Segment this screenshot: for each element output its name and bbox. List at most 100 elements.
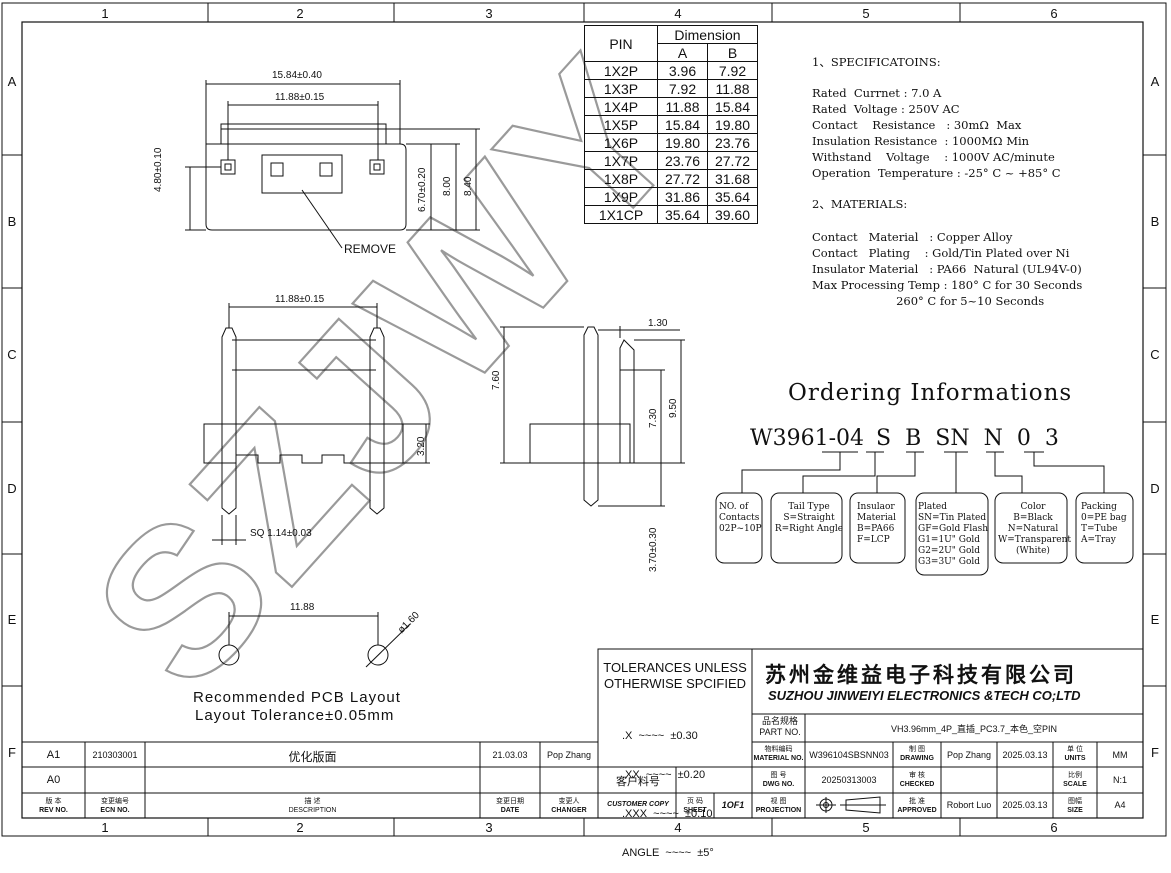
grid-col-3-bottom: 3	[485, 820, 493, 835]
pin-cell: 1X9P	[584, 187, 658, 206]
dim-a-cell: 35.64	[657, 205, 708, 224]
approved-by: Robort Luo	[946, 800, 992, 810]
customer-copy: CUSTOMER COPY	[607, 801, 669, 808]
part-no-value: VH3.96mm_4P_直插_PC3.7_本色_空PIN	[890, 724, 1058, 734]
title-block-grid	[21, 648, 1144, 819]
material-line: Contact Plating : Gold/Tin Plated over N…	[812, 246, 1070, 260]
pin-cell: 1X2P	[584, 61, 658, 80]
dim-a-cell: 7.92	[657, 79, 708, 98]
grid-row-f-right: F	[1151, 745, 1159, 760]
spec-line: Rated Currnet : 7.0 A	[812, 86, 942, 100]
materials-title: 2、MATERIALS:	[812, 197, 908, 211]
pin-cell: 1X1CP	[584, 205, 658, 224]
dim-b-cell: 35.64	[707, 187, 758, 206]
spec-line: Contact Resistance : 30mΩ Max	[812, 118, 1022, 132]
grid-col-4-bottom: 4	[674, 820, 682, 835]
changer-a1: Pop Zhang	[546, 750, 592, 760]
dim-800: 8.00	[442, 176, 453, 196]
pin-header: PIN	[584, 25, 658, 62]
spec-list: Rated Currnet : 7.0 A Rated Voltage : 250…	[812, 85, 1061, 181]
pcb-tolerance: Layout Tolerance±0.05mm	[195, 707, 395, 724]
dim-b-cell: 27.72	[707, 151, 758, 170]
spec-line: Operation Temperature : -25° C ~ +85° C	[812, 166, 1061, 180]
grid-col-2: 2	[296, 6, 304, 21]
dim-side-130: 1.30	[648, 318, 668, 329]
part-code-segment: 04	[836, 426, 865, 451]
ordering-box-plated: Plated SN=Tin Plated GF=Gold Flash G1=1U…	[918, 502, 988, 567]
part-code-segment: 0	[1016, 426, 1031, 451]
pin-cell: 1X5P	[584, 115, 658, 134]
rev-a1: A1	[46, 749, 61, 761]
spec-title: 1、SPECIFICATOINS:	[812, 55, 941, 69]
rev-a0: A0	[46, 774, 61, 786]
dim-side-370: 3.70±0.30	[648, 527, 659, 572]
company-name-cn: 苏州金维益电子科技有限公司	[765, 662, 1077, 687]
grid-col-6: 6	[1050, 6, 1058, 21]
grid-row-d: D	[7, 481, 17, 496]
material-line: 260° C for 5~10 Seconds	[812, 294, 1045, 308]
grid-row-b: B	[7, 214, 17, 229]
pin-cell: 1X6P	[584, 133, 658, 152]
dim-pcb-pitch: 11.88	[290, 602, 315, 613]
date-a1: 21.03.03	[492, 750, 528, 760]
size-value: A4	[1114, 800, 1126, 810]
dim-a-cell: 15.84	[657, 115, 708, 134]
spec-line: Insulation Resistance : 1000MΩ Min	[812, 134, 1030, 148]
part-code-segment: W3961-	[750, 426, 837, 451]
material-line: Max Processing Temp : 180° C for 30 Seco…	[812, 278, 1083, 292]
spec-line: Rated Voltage : 250V AC	[812, 102, 960, 116]
grid-row-e-right: E	[1150, 612, 1160, 627]
material-line: Contact Material : Copper Alloy	[812, 230, 1013, 244]
grid-col-4: 4	[674, 6, 682, 21]
scale-value: N:1	[1112, 775, 1127, 785]
dim-top-width: 15.84±0.40	[272, 70, 322, 81]
grid-col-5: 5	[862, 6, 870, 21]
desc-a1: 优化版面	[288, 750, 337, 764]
tolerance-xxx: .XXX ~~~~ ±0.10	[622, 808, 713, 820]
ordering-box-insulator: Insulaor Material B=PA66 F=LCP	[857, 502, 896, 545]
material-no-value: W396104SBSNN03	[809, 750, 889, 760]
dim-480: 4.80±0.10	[153, 147, 164, 192]
grid-col-6-bottom: 6	[1050, 820, 1058, 835]
tolerance-heading-1: TOLERANCES UNLESS	[603, 660, 747, 675]
dim-b-cell: 11.88	[707, 79, 758, 98]
dim-b-cell: 31.68	[707, 169, 758, 188]
dim-a-cell: 11.88	[657, 97, 708, 116]
tolerance-angle: ANGLE ~~~~ ±5°	[622, 847, 714, 859]
grid-row-c: C	[7, 347, 17, 362]
dim-side-950: 9.50	[668, 398, 679, 418]
tolerance-xx: .XX ~~~~ ±0.20	[622, 769, 706, 781]
pcb-layout	[218, 612, 411, 668]
pin-cell: 1X4P	[584, 97, 658, 116]
dim-670: 6.70±0.20	[417, 167, 428, 212]
col-b-header: B	[707, 43, 758, 62]
dim-b-cell: 7.92	[707, 61, 758, 80]
sheet-value: 1OF1	[721, 800, 745, 810]
grid-col-5-bottom: 5	[862, 820, 870, 835]
pin-cell: 1X8P	[584, 169, 658, 188]
part-code-segment: 3	[1044, 426, 1059, 451]
grid-col-1-bottom: 1	[101, 820, 109, 835]
grid-row-b-right: B	[1150, 214, 1160, 229]
dim-side-760: 7.60	[491, 370, 502, 390]
part-code-segment: N	[983, 426, 1003, 451]
grid-row-a-right: A	[1150, 74, 1160, 89]
drawing-by: Pop Zhang	[946, 750, 992, 760]
grid-col-1: 1	[101, 6, 109, 21]
ordering-box-color: Color B=Black N=Natural W=Transparent (W…	[998, 502, 1072, 556]
ordering-box-tail: Tail Type S=Straight R=Right Angle	[774, 502, 844, 534]
dim-b-cell: 15.84	[707, 97, 758, 116]
